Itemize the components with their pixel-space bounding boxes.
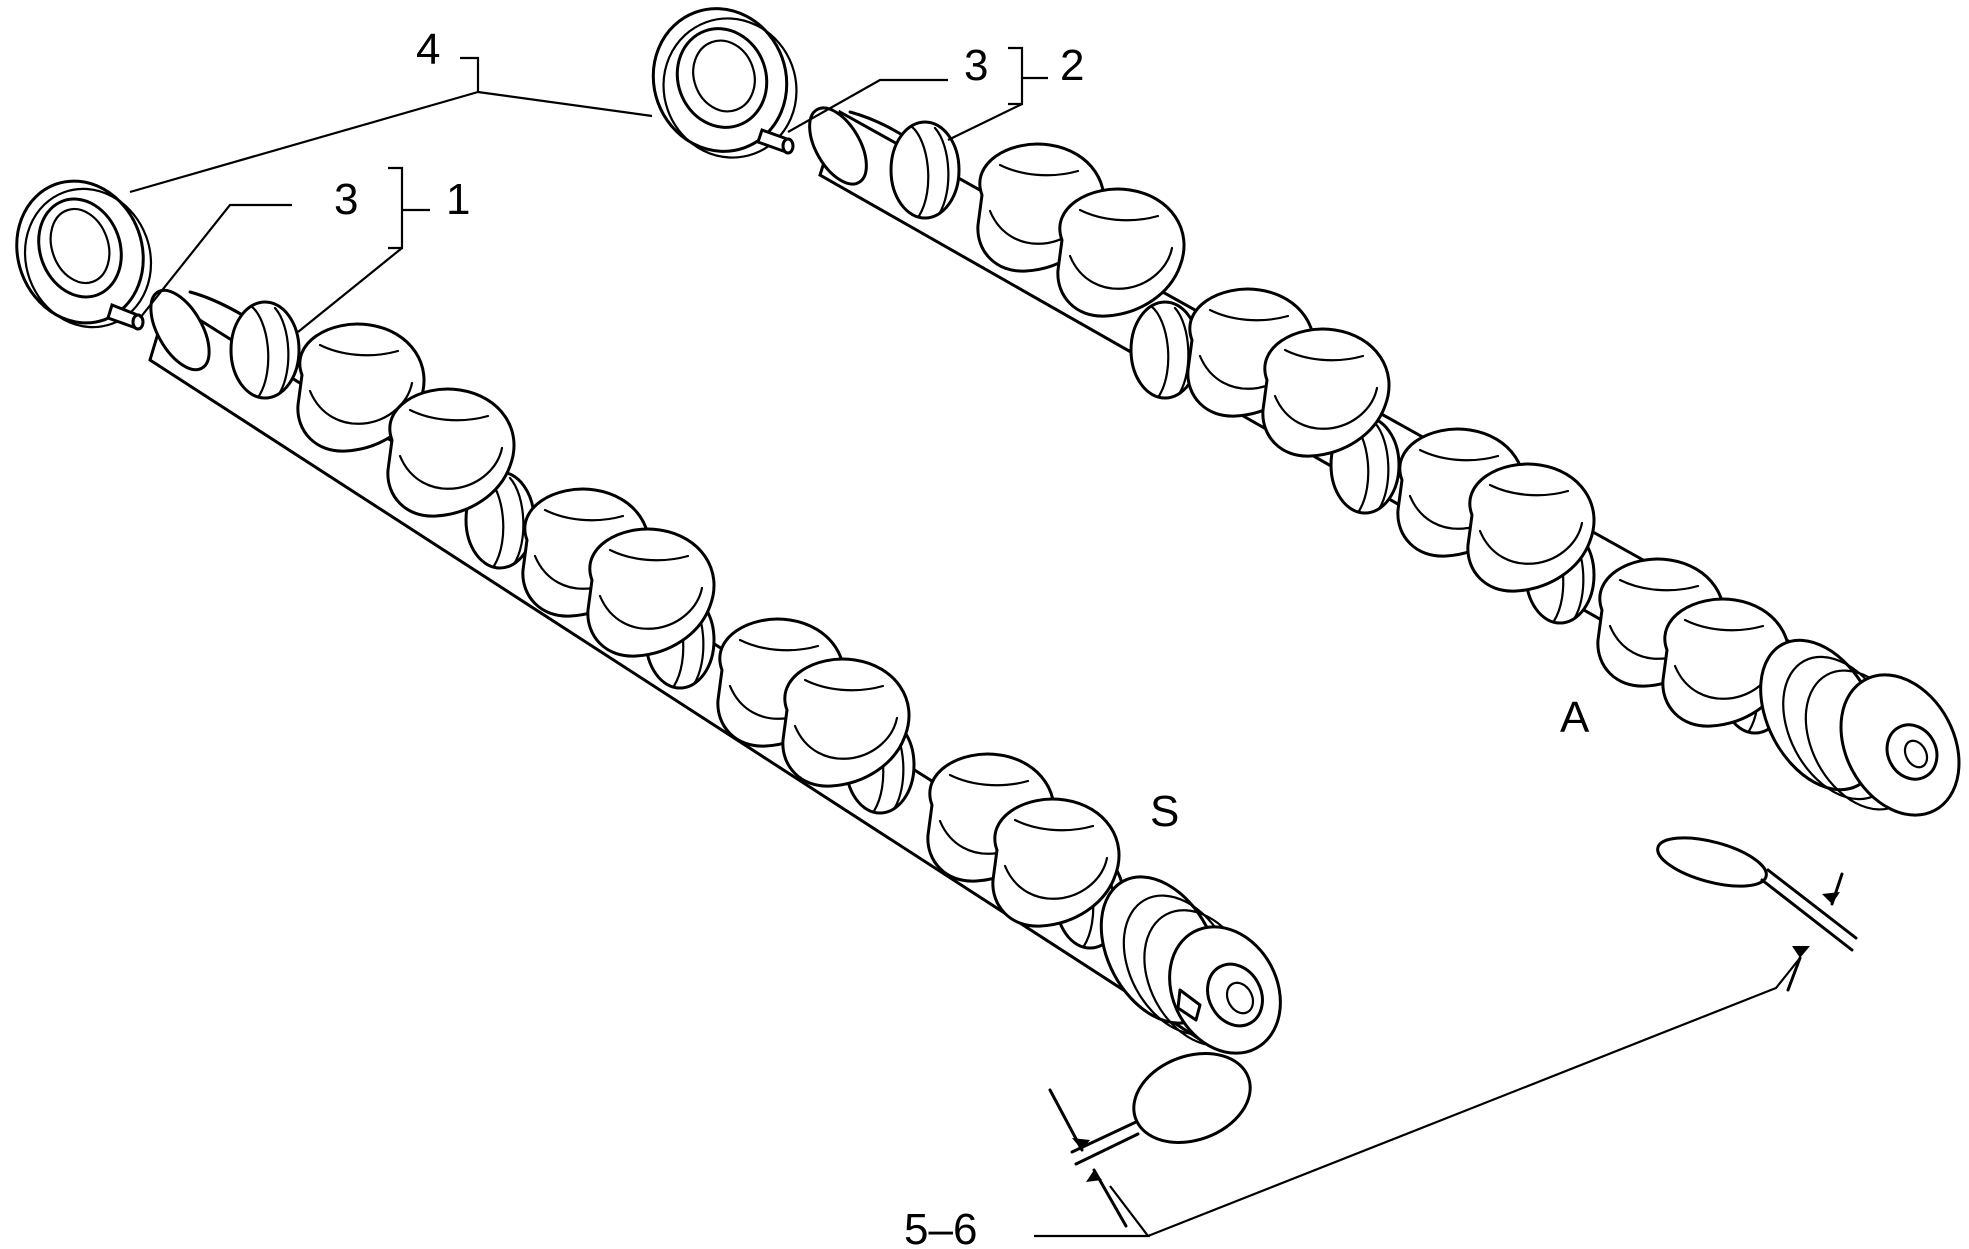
callout-1: 1 [446, 175, 470, 224]
callout-s: S [1150, 787, 1179, 836]
dowel-pin-left [106, 303, 145, 331]
oil-seal-left [15, 179, 153, 329]
camshaft-exhaust [808, 106, 1961, 817]
callout-4: 4 [416, 25, 440, 74]
callout-3-left: 3 [334, 175, 358, 224]
leader-lines [129, 46, 1801, 1238]
callout-a: A [1560, 693, 1590, 742]
oil-seal-right [651, 7, 798, 159]
camshaft-intake [148, 288, 1282, 1055]
tappet-shim-left [1048, 1052, 1252, 1228]
callout-2: 2 [1060, 41, 1084, 90]
tappet-shim-right [1656, 836, 1858, 992]
callout-3-top: 3 [964, 41, 988, 90]
dowel-pin-right [756, 128, 795, 155]
callout-5-6: 5–6 [904, 1205, 977, 1249]
